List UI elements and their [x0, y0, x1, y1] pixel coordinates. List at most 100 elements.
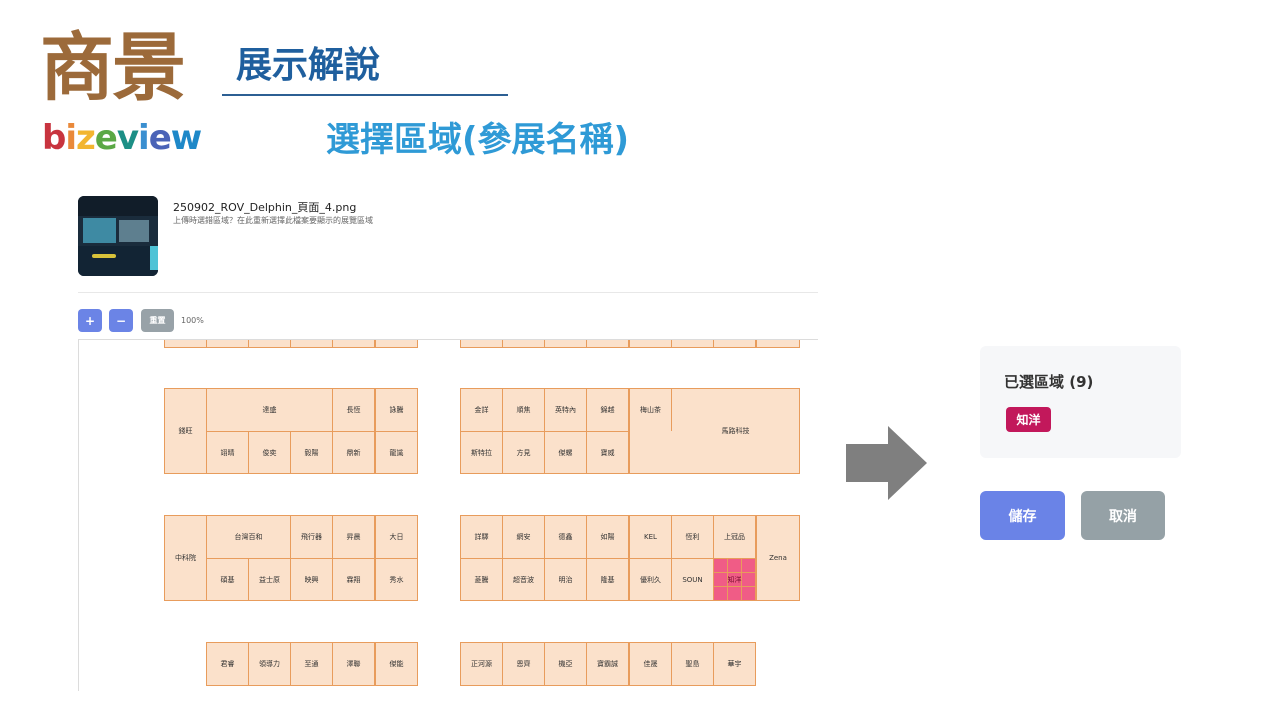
booth-cell[interactable]: 恩齊 — [502, 642, 545, 686]
booth-cell[interactable]: 方見 — [502, 431, 545, 474]
logo-letter: e — [148, 118, 172, 158]
booth-cell[interactable]: 傑螺 — [544, 431, 587, 474]
booth-cell[interactable]: 秀水 — [375, 558, 418, 601]
booth-cell-partial[interactable] — [756, 340, 800, 348]
booth-cell[interactable]: 上冠品 — [713, 515, 756, 559]
booth-cell-partial[interactable] — [248, 340, 291, 348]
logo-letter: w — [170, 118, 202, 158]
booth-cell[interactable]: 恆利 — [671, 515, 714, 559]
selected-region-tag[interactable]: 知洋 — [1006, 407, 1051, 432]
logo-letter: i — [65, 118, 77, 158]
booth-cell[interactable]: 德鑫 — [544, 515, 587, 559]
booth-cell[interactable]: 翊晴 — [206, 431, 249, 474]
booth-cell[interactable]: 超音波 — [502, 558, 545, 601]
booth-cell[interactable]: 昇晨 — [332, 515, 375, 559]
booth-cell[interactable]: 益士原 — [248, 558, 291, 601]
booth-cell[interactable]: 詳驛 — [460, 515, 503, 559]
booth-cell-partial[interactable] — [671, 340, 714, 348]
cancel-button[interactable]: 取消 — [1081, 491, 1165, 540]
booth-cell[interactable]: 優利久 — [629, 558, 672, 601]
booth-cell-partial[interactable] — [290, 340, 333, 348]
booth-cell[interactable]: 機亞 — [544, 642, 587, 686]
booth-cell[interactable]: 達盛 — [206, 388, 333, 432]
booth-cell[interactable]: 詠騰 — [375, 388, 418, 432]
selected-booth-cell[interactable] — [741, 586, 756, 601]
booth-cell[interactable]: 如陽 — [586, 515, 629, 559]
floor-plan[interactable]: 錢旺 達盛 長恆 詠騰 翊晴 俊奕 毅陽 鼎新 龍識 金詳 順焦 英特內 錦越 … — [78, 339, 818, 691]
booth-cell[interactable]: 錦越 — [586, 388, 629, 432]
file-name: 250902_ROV_Delphin_頁面_4.png — [173, 201, 357, 214]
logo-letter: b — [42, 118, 66, 158]
booth-cell[interactable]: Zena — [756, 515, 800, 601]
booth-cell-partial[interactable] — [332, 340, 375, 348]
booth-cell-partial[interactable] — [629, 340, 672, 348]
booth-cell[interactable]: 梅山茶 — [629, 388, 672, 432]
booth-cell[interactable]: 金詳 — [460, 388, 503, 432]
booth-cell[interactable]: 至通 — [290, 642, 333, 686]
booth-cell-partial[interactable] — [460, 340, 503, 348]
file-thumbnail — [78, 196, 158, 276]
booth-cell[interactable]: 寶霸誠 — [586, 642, 629, 686]
zoom-out-button[interactable]: − — [109, 309, 133, 332]
booth-cell[interactable]: 中科院 — [164, 515, 207, 601]
booth-cell[interactable]: 碩基 — [206, 558, 249, 601]
booth-cell[interactable]: 毅陽 — [290, 431, 333, 474]
booth-cell[interactable]: 華宇 — [713, 642, 756, 686]
booth-cell[interactable]: 隆基 — [586, 558, 629, 601]
booth-cell[interactable]: 長恆 — [332, 388, 375, 432]
zoom-in-button[interactable]: + — [78, 309, 102, 332]
booth-cell-partial[interactable] — [375, 340, 418, 348]
booth-cell[interactable]: 傑能 — [375, 642, 418, 686]
section-divider — [78, 292, 818, 293]
booth-cell[interactable]: 菱騰 — [460, 558, 503, 601]
logo-letter: e — [94, 118, 118, 158]
selected-regions-panel: 已選區域 (9) 知洋 — [980, 346, 1181, 458]
booth-cell[interactable]: 佳晟 — [629, 642, 672, 686]
arrow-right-icon — [846, 426, 927, 500]
booth-cell-partial[interactable] — [544, 340, 587, 348]
booth-cell[interactable]: 斯特拉 — [460, 431, 503, 474]
brand-logo-chinese: 商景 — [40, 25, 186, 111]
page-subtitle: 選擇區域(參展名稱) — [326, 120, 630, 160]
booth-cell[interactable]: 錢旺 — [164, 388, 207, 474]
booth-cell[interactable]: SOUN — [671, 558, 714, 601]
zoom-reset-button[interactable]: 重置 — [141, 309, 174, 332]
booth-cell[interactable]: 澤聯 — [332, 642, 375, 686]
page-title: 展示解說 — [236, 45, 381, 86]
booth-cell[interactable]: 順焦 — [502, 388, 545, 432]
booth-cell[interactable]: 鼎新 — [332, 431, 375, 474]
booth-cell[interactable]: 映興 — [290, 558, 333, 601]
booth-cell[interactable]: 龍識 — [375, 431, 418, 474]
booth-cell[interactable]: 明治 — [544, 558, 587, 601]
logo-letter: i — [138, 118, 150, 158]
booth-cell[interactable] — [671, 388, 800, 432]
brand-logo-english: bizeview — [42, 118, 202, 158]
booth-cell[interactable]: KEL — [629, 515, 672, 559]
booth-cell[interactable]: 霖翔 — [332, 558, 375, 601]
booth-cell[interactable]: 馬路科技 — [721, 427, 750, 435]
booth-cell[interactable]: 台灣百和 — [206, 515, 291, 559]
booth-cell[interactable]: 飛行器 — [290, 515, 333, 559]
booth-cell[interactable]: 正河源 — [460, 642, 503, 686]
booth-cell-partial[interactable] — [502, 340, 545, 348]
logo-letter: z — [76, 118, 96, 158]
booth-cell-partial[interactable] — [586, 340, 629, 348]
logo-letter: v — [116, 118, 139, 158]
booth-cell[interactable]: 君睿 — [206, 642, 249, 686]
selected-regions-title: 已選區域 (9) — [1004, 373, 1094, 391]
selected-booth-label: 知洋 — [727, 575, 742, 584]
booth-cell-partial[interactable] — [164, 340, 207, 348]
zoom-level: 100% — [181, 316, 204, 325]
booth-cell[interactable]: 英特內 — [544, 388, 587, 432]
file-description: 上傳時選錯區域？在此重新選擇此檔案要顯示的展覽區域 — [173, 216, 373, 225]
booth-cell[interactable]: 大日 — [375, 515, 418, 559]
booth-cell-partial[interactable] — [713, 340, 756, 348]
booth-cell[interactable]: 寶威 — [586, 431, 629, 474]
booth-cell[interactable]: 網安 — [502, 515, 545, 559]
booth-cell-partial[interactable] — [206, 340, 249, 348]
booth-cell[interactable]: 俊奕 — [248, 431, 291, 474]
save-button[interactable]: 儲存 — [980, 491, 1065, 540]
booth-cell[interactable]: 領導力 — [248, 642, 291, 686]
booth-cell[interactable]: 聖島 — [671, 642, 714, 686]
booth-cell[interactable] — [629, 431, 800, 474]
